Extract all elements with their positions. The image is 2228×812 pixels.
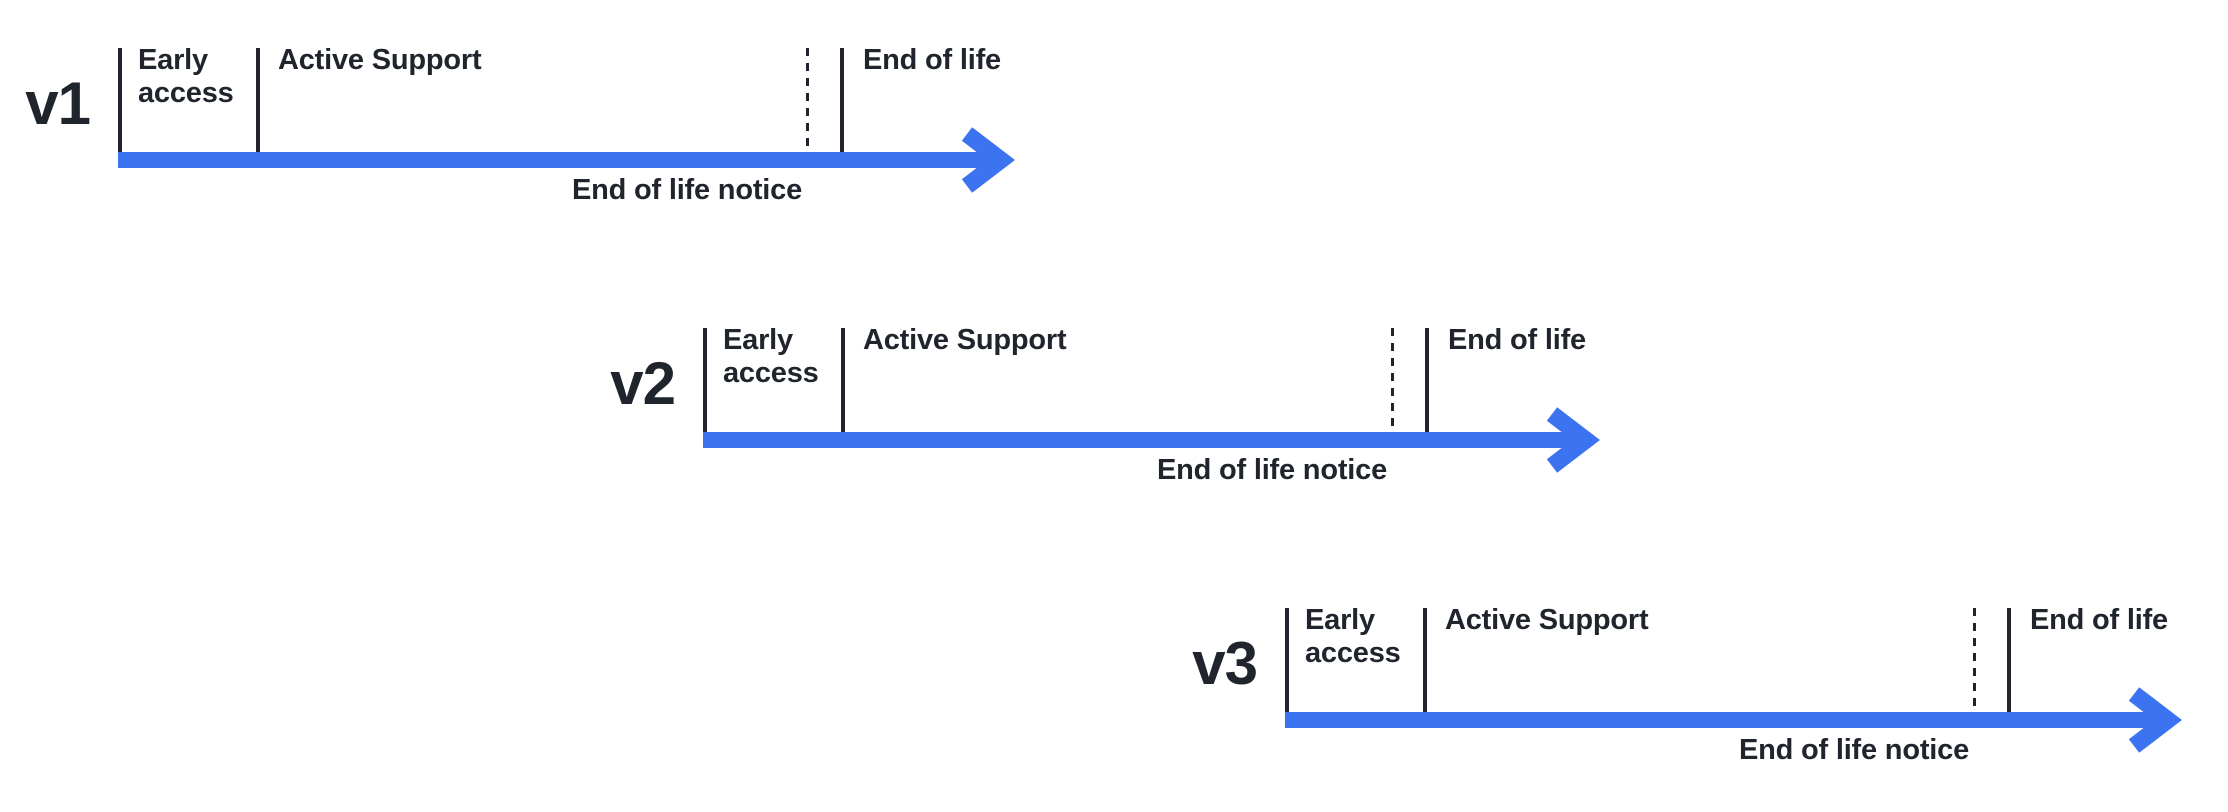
phase-boundary-tick: [256, 48, 260, 152]
end-of-life-label: End of life: [1448, 324, 1586, 356]
version-label: v2: [610, 350, 676, 417]
end-of-life-tick: [2007, 608, 2011, 712]
timeline-start-tick: [703, 328, 707, 432]
phase-label-early-access: Early access: [138, 44, 234, 109]
end-of-life-label: End of life: [2030, 604, 2168, 636]
timeline-start-tick: [1285, 608, 1289, 712]
version-label: v3: [1192, 630, 1258, 697]
phase-boundary-tick: [1423, 608, 1427, 712]
version-label: v1: [25, 70, 91, 137]
phase-label-active-support: Active Support: [1445, 604, 1649, 636]
phase-label-active-support: Active Support: [863, 324, 1067, 356]
arrow-head: [1546, 407, 1600, 473]
phase-label-active-support: Active Support: [278, 44, 482, 76]
eol-notice-dashed-line: [1391, 328, 1394, 426]
phase-label-early-access: Early access: [723, 324, 819, 389]
timeline-arrow-icon: [703, 407, 1600, 473]
arrow-shaft: [1285, 712, 2156, 728]
arrow-head: [2128, 687, 2182, 753]
timeline-start-tick: [118, 48, 122, 152]
timeline-arrow-icon: [1285, 687, 2182, 753]
end-of-life-tick: [1425, 328, 1429, 432]
timeline-arrow-icon: [118, 127, 1015, 193]
arrow-head: [961, 127, 1015, 193]
end-of-life-notice-label: End of life notice: [571, 174, 802, 206]
eol-notice-dashed-line: [806, 48, 809, 146]
arrow-shaft: [118, 152, 989, 168]
phase-boundary-tick: [841, 328, 845, 432]
arrow-shaft: [703, 432, 1574, 448]
end-of-life-notice-label: End of life notice: [1738, 734, 1969, 766]
end-of-life-tick: [840, 48, 844, 152]
phase-label-early-access: Early access: [1305, 604, 1401, 669]
eol-notice-dashed-line: [1973, 608, 1976, 706]
end-of-life-label: End of life: [863, 44, 1001, 76]
end-of-life-notice-label: End of life notice: [1156, 454, 1387, 486]
